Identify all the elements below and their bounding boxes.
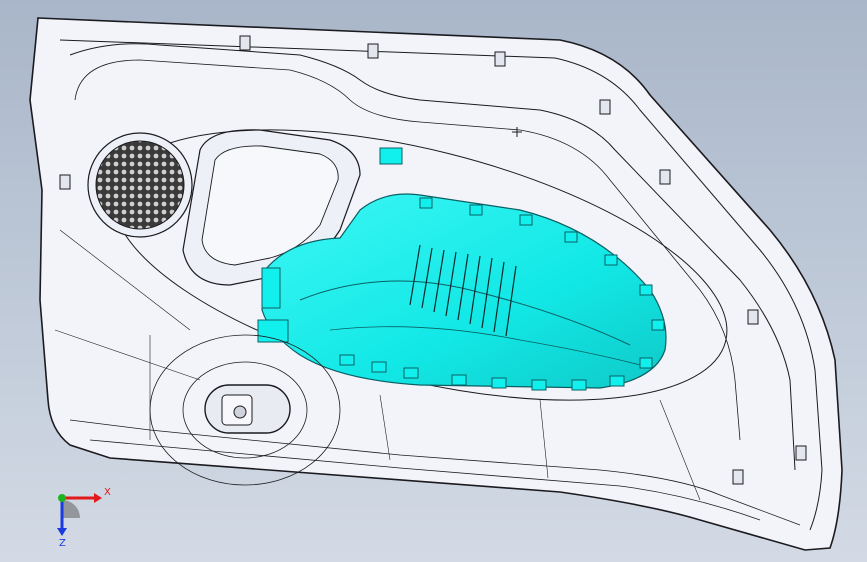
insert-hatch (409, 244, 517, 337)
insert-tabs (257, 147, 665, 391)
panel-inner-contour (74, 59, 741, 441)
star-marker-icon (512, 127, 522, 137)
x-axis-head (94, 493, 102, 503)
pull-handle-cup[interactable] (149, 334, 341, 486)
x-axis-label: X (104, 487, 111, 498)
panel-rim-line (59, 39, 823, 531)
z-axis-head (57, 528, 67, 536)
armrest-insert-ridge-2 (329, 326, 641, 366)
panel-lower-contour (69, 419, 801, 526)
y-axis-dot (58, 494, 66, 502)
armrest-pocket-inner (201, 145, 339, 266)
panel-rim-line-2 (69, 43, 796, 471)
armrest-insert-ridge (299, 280, 631, 346)
surface-patch-lines (54, 229, 701, 501)
orientation-triad[interactable]: X Z (44, 480, 114, 550)
z-axis-label: Z (59, 538, 66, 549)
panel-lower-contour-2 (89, 439, 761, 521)
triad-plane-shade (62, 500, 80, 518)
speaker-grille-icon[interactable] (87, 132, 193, 238)
fastener-clip-icon[interactable] (59, 35, 807, 485)
